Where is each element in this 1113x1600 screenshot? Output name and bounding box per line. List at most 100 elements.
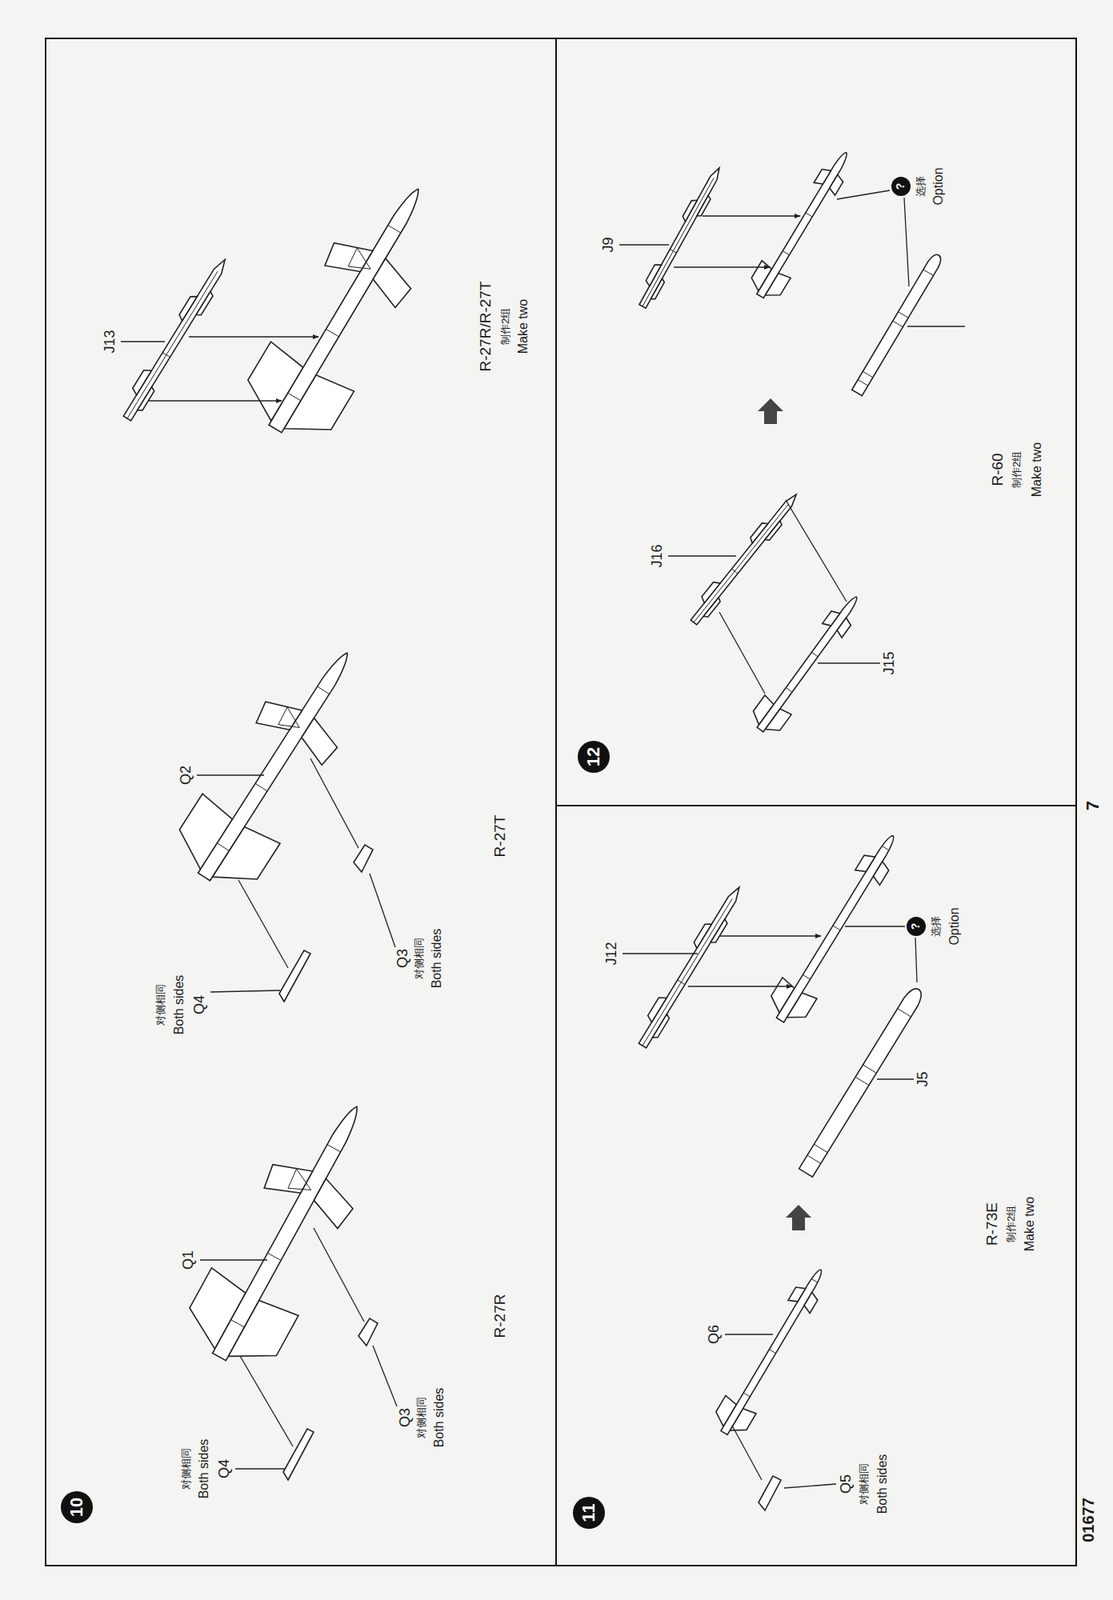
- drawing-element: [876, 1078, 914, 1080]
- missile-name: R-27R: [492, 1294, 509, 1339]
- note-cn: 制作2组: [1011, 451, 1023, 489]
- part-number: J9: [600, 236, 617, 253]
- drawing-element: [622, 952, 698, 954]
- page-number: 7: [1083, 800, 1103, 811]
- drawing-element: [668, 555, 737, 557]
- drawing-element: [619, 244, 669, 245]
- drawing-element: [702, 215, 801, 217]
- part-number: Q4: [192, 995, 209, 1015]
- note-en: Both sides: [875, 1454, 890, 1515]
- r73-missile: [763, 825, 911, 1032]
- note-cn: 对侧相同: [416, 1397, 428, 1439]
- r27r-missile: [176, 1082, 401, 1381]
- step-arrow: [785, 1205, 812, 1231]
- drawing-element: [724, 1333, 773, 1335]
- drawing-element: [915, 937, 917, 983]
- drawing-element: [372, 1345, 397, 1407]
- j9-rail: [634, 163, 726, 310]
- note-en: Option: [931, 167, 946, 205]
- part-number: J13: [102, 329, 119, 353]
- option-icon: ?: [891, 176, 911, 197]
- note-cn: 选择: [930, 916, 942, 937]
- drawing-element: [785, 500, 847, 602]
- part-number: J16: [649, 544, 666, 568]
- drawing-element: [369, 873, 396, 948]
- drawing-element: [720, 935, 821, 937]
- drawing-element: [784, 1484, 837, 1489]
- missile-name: R-27T: [492, 815, 509, 858]
- drawing-element: [188, 336, 319, 337]
- leader-lines: [619, 190, 965, 694]
- note-cn: 制作2组: [500, 308, 512, 345]
- q3-fin-part: [353, 844, 373, 873]
- drawing-element: [719, 612, 765, 694]
- panel-divider: [556, 804, 1077, 807]
- drawing-element: [148, 400, 282, 401]
- q3-fin-part: [358, 1318, 378, 1346]
- note-en: Make two: [1022, 1197, 1037, 1252]
- leader-lines: [120, 336, 397, 1470]
- note-cn: 对侧相同: [180, 1448, 193, 1490]
- note-cn: 选择: [915, 176, 927, 197]
- part-number: J5: [915, 1071, 932, 1087]
- q4-fin-part: [283, 1429, 314, 1481]
- step-number: 12: [577, 740, 610, 773]
- q4-fin-part: [279, 950, 311, 1002]
- drawing-element: [673, 266, 770, 268]
- step-number: 11: [572, 1497, 605, 1530]
- drawing-element: [907, 325, 965, 327]
- drawing-element: [196, 774, 265, 776]
- r27-missile: [233, 164, 461, 454]
- note-cn: 对侧相同: [858, 1463, 870, 1506]
- note-cn: 对侧相同: [413, 937, 425, 980]
- j12-rail: [632, 881, 747, 1051]
- drawing-element: [120, 340, 165, 342]
- j16-rail: [685, 488, 802, 628]
- r27t-missile: [165, 628, 387, 902]
- missile-name: R-27R/R-27T: [477, 281, 495, 373]
- part-number: Q6: [706, 1325, 723, 1345]
- drawing-element: [313, 1228, 365, 1322]
- note-cn: 制作2组: [1005, 1205, 1017, 1243]
- drawing-element: [240, 1356, 293, 1447]
- step-number: 10: [60, 1491, 93, 1524]
- part-number: Q2: [178, 765, 195, 785]
- note-en: Both sides: [432, 1388, 447, 1449]
- r60-missile: [745, 144, 861, 305]
- note-en: Option: [947, 907, 962, 945]
- missile-name: R-60: [989, 452, 1007, 486]
- note-en: Both sides: [172, 975, 187, 1036]
- drawing-element: [844, 925, 905, 927]
- part-number: Q3: [397, 1408, 414, 1428]
- drawing-element: [310, 758, 359, 849]
- drawing-element: [836, 190, 890, 200]
- note-cn: 对侧相同: [155, 984, 167, 1026]
- part-number: Q5: [838, 1474, 855, 1494]
- option-icon: ?: [906, 916, 926, 937]
- drawing-element: [238, 880, 289, 969]
- leader-lines: [622, 926, 917, 1489]
- drawing-element: [732, 1425, 762, 1481]
- note-en: Both sides: [196, 1439, 212, 1500]
- j11-tube: [852, 252, 945, 397]
- item-number: 01677: [1079, 1497, 1097, 1543]
- page-frame: [45, 38, 1077, 1566]
- drawing-element: [210, 990, 281, 993]
- j13-rail: [117, 253, 233, 424]
- r73-missile: [708, 1261, 837, 1442]
- note-en: Make two: [516, 299, 531, 354]
- part-number: J12: [604, 941, 621, 965]
- drawing-element: [235, 1468, 285, 1470]
- part-number: Q1: [180, 1250, 197, 1270]
- drawing-element: [200, 1259, 268, 1261]
- drawing-element: [817, 662, 881, 664]
- part-number: Q4: [216, 1459, 233, 1479]
- note-en: Both sides: [429, 928, 445, 989]
- part-number: Q3: [395, 948, 412, 969]
- drawing-element: [904, 197, 909, 287]
- step-arrow: [757, 398, 784, 425]
- q5-fin-part: [758, 1476, 781, 1511]
- note-en: Make two: [1029, 442, 1045, 497]
